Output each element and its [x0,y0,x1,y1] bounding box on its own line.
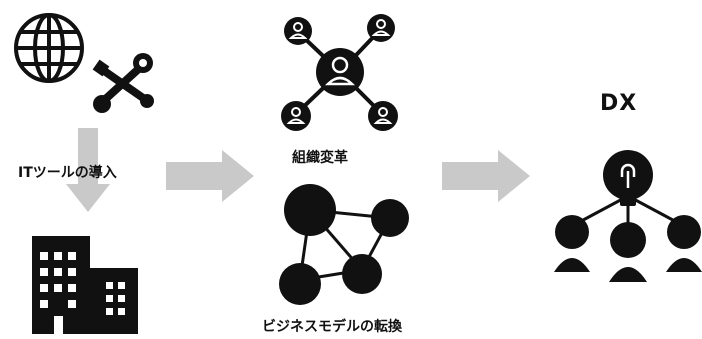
wrench-screwdriver-icon [92,53,154,113]
right-arrow-2 [442,150,530,202]
label-it-intro: ITツールの導入 [18,165,117,181]
people-network-icon [281,14,398,131]
office-building-icon [32,236,138,334]
down-arrow [66,128,110,212]
node-network-icon [279,184,409,305]
people-group-icon [554,215,702,282]
lightbulb-icon [571,150,685,228]
globe-icon [14,13,84,83]
label-dx: DX [600,91,638,116]
label-business-model: ビジネスモデルの転換 [262,319,402,335]
right-arrow-1 [166,150,254,202]
label-org-change: 組織変革 [292,150,348,166]
